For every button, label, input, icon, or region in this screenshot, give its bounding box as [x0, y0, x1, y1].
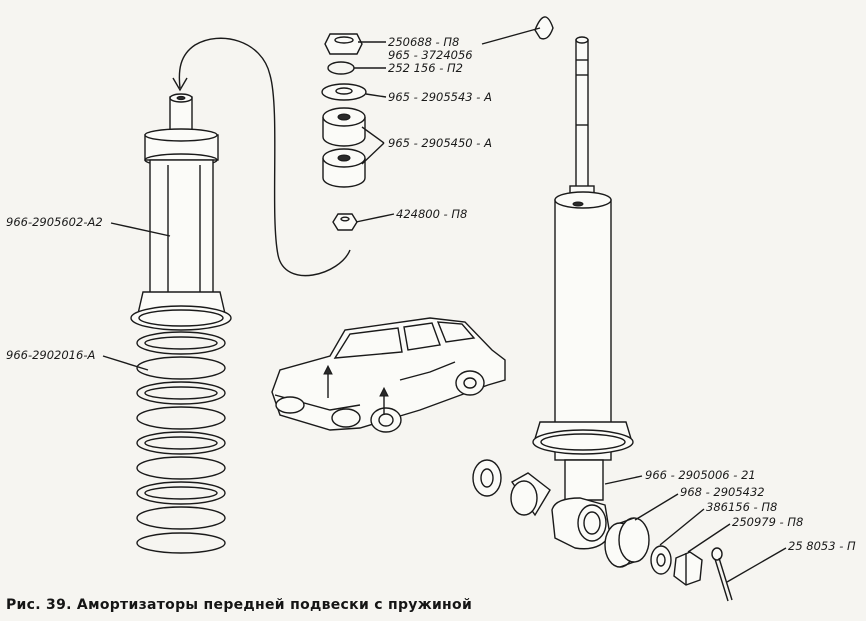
- label-cap: 965 - 3724056: [388, 48, 473, 62]
- label-bushing: 968 - 2905432: [680, 485, 765, 499]
- assembly-arrow: [172, 37, 351, 277]
- label-cotter-pin: 25 8053 - П: [788, 539, 856, 553]
- label-bottom-washer: 386156 - П8: [706, 500, 777, 514]
- spring-washer-part: [327, 61, 355, 75]
- label-top-washer: 965 - 2905543 - А: [388, 90, 492, 104]
- label-spring-washer: 252 156 - П2: [388, 61, 463, 75]
- shock-absorber-right: [532, 36, 634, 550]
- dust-cap-part: [534, 16, 554, 40]
- shock-body: [149, 159, 214, 301]
- castle-nut-part: [673, 551, 703, 586]
- bottom-left-bushing: [510, 472, 551, 517]
- figure-caption: Рис. 39. Амортизаторы передней подвески …: [6, 597, 473, 613]
- label-nut-top: 250688 - П8: [388, 35, 459, 49]
- label-shock-lower: 966 - 2905006 - 21: [645, 468, 756, 482]
- shock-spring-assembly: [130, 93, 232, 554]
- label-small-nut: 424800 - П8: [396, 207, 467, 221]
- nut-top-part: [324, 33, 363, 55]
- top-washer-part: [321, 83, 367, 101]
- bottom-left-washer: [472, 459, 502, 497]
- small-nut-part: [332, 213, 358, 231]
- leader-lines: [102, 27, 787, 583]
- bottom-washer-part: [650, 545, 672, 575]
- cotter-pin-part: [711, 547, 733, 602]
- rubber-bushing-part: [604, 517, 650, 568]
- coil-spring: [136, 331, 226, 554]
- rubber-cushion-upper: [322, 107, 366, 147]
- label-castle-nut: 250979 - П8: [732, 515, 803, 529]
- label-shock-body: 966-2905602-А2: [6, 215, 103, 229]
- label-cushion: 965 - 2905450 - А: [388, 136, 492, 150]
- rubber-cushion-lower: [322, 148, 366, 188]
- car-illustration: [271, 317, 506, 433]
- label-spring: 966-2902016-А: [6, 348, 95, 362]
